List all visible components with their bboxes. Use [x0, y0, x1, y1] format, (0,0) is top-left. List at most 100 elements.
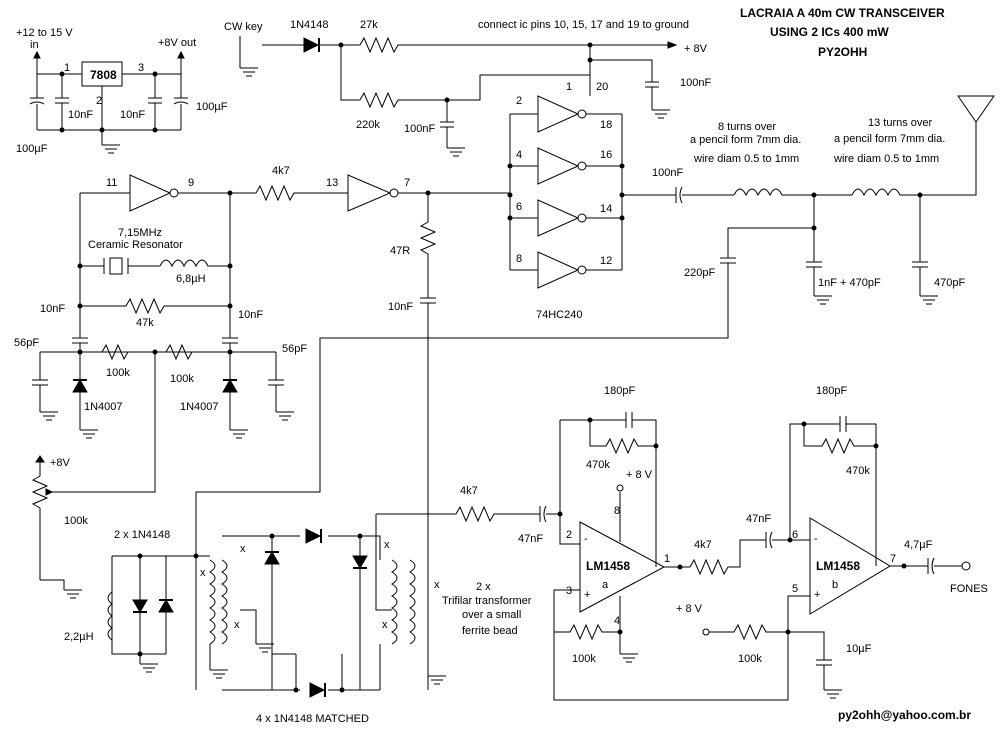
op-a-pin-4: 4: [614, 615, 620, 627]
author-email: py2ohh@yahoo.com.br: [838, 708, 971, 722]
xfmr-desc-2: Trifilar transformer: [442, 595, 532, 607]
c-180pf-b-label: 180pF: [816, 385, 847, 397]
winding-dot-1: x: [200, 567, 206, 579]
xfmr-desc-4: ferrite bead: [462, 625, 518, 637]
supply-in-label: +12 to 15 V: [16, 27, 73, 39]
inv-pin-16: 16: [600, 149, 612, 161]
c-10nf-osc-right-label: 10nF: [238, 309, 263, 321]
cw-key-label: CW key: [224, 21, 263, 33]
op-a-pin-3: 3: [566, 585, 572, 597]
inv-pin-4: 4: [516, 149, 522, 161]
op-a-pin-1: 1: [664, 553, 670, 565]
l1-desc-2: a pencil form 7mm dia.: [690, 134, 801, 146]
c-56pf-left-label: 56pF: [14, 337, 39, 349]
l1-desc-3: wire diam 0.5 to 1mm: [693, 153, 799, 165]
ic-74hc240-label: 74HC240: [536, 309, 582, 321]
plus-8v-top-label: + 8V: [684, 43, 708, 55]
c-100uf-in: 100µF: [16, 143, 48, 155]
r-47r-label: 47R: [390, 245, 410, 257]
op-b-pin-5: 5: [792, 583, 798, 595]
r-470k-b-label: 470k: [846, 465, 870, 477]
winding-dot-6: x: [434, 579, 440, 591]
c-100nf-key-label: 100nF: [404, 123, 435, 135]
winding-dot-5: x: [382, 619, 388, 631]
xfmr-desc-1: 2 x: [476, 581, 491, 593]
inv-pin-8: 8: [516, 253, 522, 265]
op-a-minus: -: [584, 533, 588, 545]
op-b-name: LM1458: [816, 559, 860, 573]
d-2x1n4148-label: 2 x 1N4148: [114, 529, 170, 541]
c-100nf-out-label: 100nF: [652, 167, 683, 179]
c-47nf-b-label: 47nF: [746, 513, 771, 525]
opamp-b: LM1458 b - + 6 5 7 180pF 470k 10µF + 8 V…: [676, 385, 988, 699]
l1-desc-1: 8 turns over: [718, 121, 776, 133]
winding-dot-4: x: [384, 539, 390, 551]
c-10uf-label: 10µF: [846, 643, 872, 655]
c-10nf-out: 10nF: [120, 109, 145, 121]
xtal-name-label: Ceramic Resonator: [88, 239, 183, 251]
xtal-freq-label: 7,15MHz: [118, 227, 162, 239]
oscillator: 11 9 4k7 13 7 47R 10nF 7,15MHz Ceramic R…: [40, 165, 510, 690]
c-10nf-osc-left-label: 10nF: [40, 303, 65, 315]
op-b-pin-6: 6: [792, 529, 798, 541]
c-180pf-a-label: 180pF: [604, 385, 635, 397]
c-47nf-a-label: 47nF: [518, 533, 543, 545]
c-4u7-label: 4,7µF: [904, 539, 933, 551]
reg-pin-1: 1: [64, 62, 70, 74]
c-1nf-470pf-label: 1nF + 470pF: [818, 277, 881, 289]
op-b-minus: -: [814, 533, 818, 545]
title-line-1: LACRAIA A 40m CW TRANSCEIVER: [740, 6, 945, 20]
interstage: 4k7 47nF: [664, 513, 810, 576]
inv-pin-14: 14: [600, 203, 612, 215]
r-100k-op-label: 100k: [572, 653, 596, 665]
c-220pf-label: 220pF: [684, 267, 715, 279]
c-470pf-label: 470pF: [934, 277, 965, 289]
cw-key-circuit: CW key 1N4148 27k 220k 100nF + 8V 100nF …: [224, 19, 711, 157]
winding-dot-2: x: [240, 543, 246, 555]
op-a-plus: +: [584, 589, 590, 601]
opamp-a: LM1458 a - + 2 3 1 8 4 + 8 V 180pF 470k …: [553, 385, 789, 701]
key-diode-label: 1N4148: [290, 19, 329, 31]
plus-8v-op-label: + 8 V: [626, 469, 653, 481]
r-100k-bias-label: 100k: [738, 653, 762, 665]
op-a-unit: a: [602, 579, 609, 591]
c-56pf-right-label: 56pF: [282, 343, 307, 355]
r-220k-label: 220k: [356, 119, 380, 131]
r-100k-a-label: 100k: [106, 367, 130, 379]
xfmr-desc-3: over a small: [462, 609, 521, 621]
plus-8v-pot-label: +8V: [50, 457, 71, 469]
ground-note: connect ic pins 10, 15, 17 and 19 to gro…: [478, 19, 689, 31]
mixer: 2 x 1N4148 2,2µH x x x: [64, 485, 560, 725]
l-6u8-label: 6,8µH: [176, 273, 206, 285]
r-470k-a-label: 470k: [586, 459, 610, 471]
r-100k-b-label: 100k: [170, 373, 194, 385]
pin-20-label: 20: [596, 81, 608, 93]
r-4k7-osc-label: 4k7: [272, 165, 290, 177]
supply-in-sublabel: in: [30, 39, 39, 51]
r-27k-label: 27k: [360, 19, 378, 31]
inv-pin-2: 2: [516, 95, 522, 107]
c-100uf-out: 100µF: [196, 101, 228, 113]
supply-out-label: +8V out: [158, 37, 196, 49]
l2-desc-1: 13 turns over: [868, 117, 933, 129]
output-filter: 100nF 8 turns over a pencil form 7mm dia…: [195, 95, 995, 690]
op-b-unit: b: [832, 579, 838, 591]
title-line-2: USING 2 ICs 400 mW: [770, 25, 889, 39]
pot-100k-label: 100k: [64, 515, 88, 527]
reg-pin-2: 2: [96, 95, 102, 107]
ic-74hc240: 74HC240 1 2 18 4 16 6 14 8 12: [507, 81, 625, 321]
buf-pin-13: 13: [326, 177, 338, 189]
c-10nf-in: 10nF: [68, 109, 93, 121]
op-a-pin-2: 2: [566, 529, 572, 541]
c-100nf-top-label: 100nF: [680, 77, 711, 89]
l2-desc-3: wire diam 0.5 to 1mm: [833, 153, 939, 165]
op-a-pin-8: 8: [614, 505, 620, 517]
fones-label: FONES: [950, 583, 988, 595]
l2-desc-2: a pencil form 7mm dia.: [834, 133, 945, 145]
osc-pin-9: 9: [188, 177, 194, 189]
inv-pin-18: 18: [600, 119, 612, 131]
d-1n4007-a-label: 1N4007: [84, 401, 123, 413]
op-b-pin-7: 7: [890, 553, 896, 565]
c-10nf-mid-label: 10nF: [388, 301, 413, 313]
